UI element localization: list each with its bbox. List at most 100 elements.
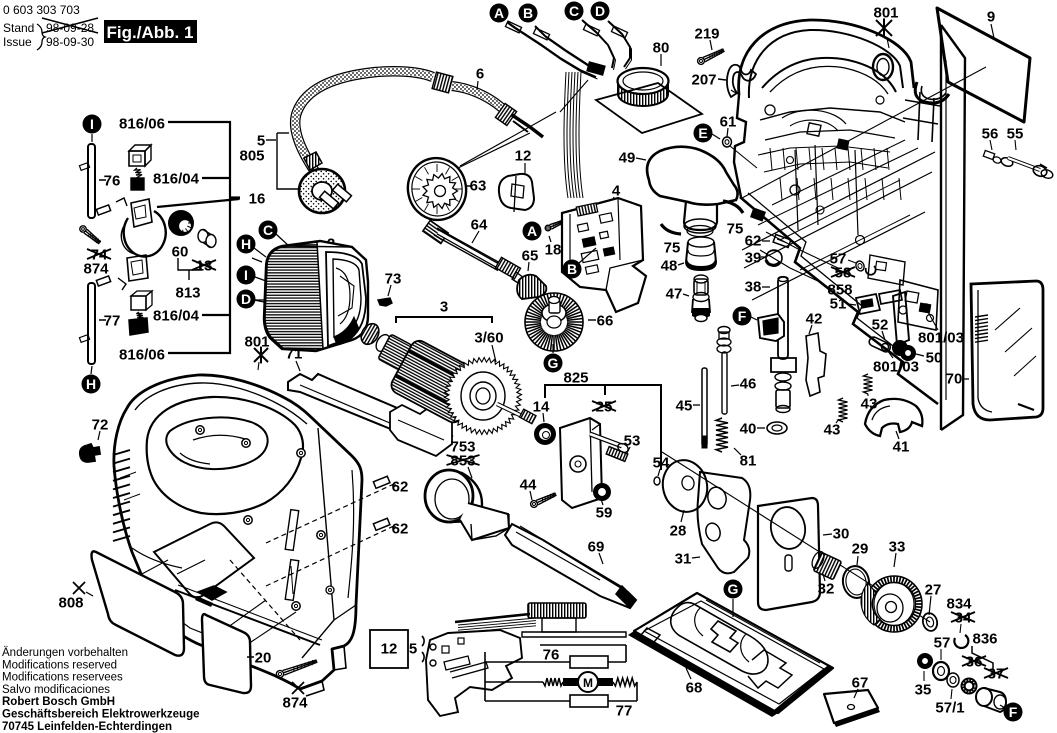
svg-text:753: 753 xyxy=(450,438,475,455)
svg-text:G: G xyxy=(548,355,559,371)
svg-text:72: 72 xyxy=(92,416,109,433)
svg-text:98-09-28: 98-09-28 xyxy=(46,21,94,35)
svg-text:77: 77 xyxy=(616,702,633,719)
svg-text:Änderungen vorbehalten: Änderungen vorbehalten xyxy=(2,647,128,659)
svg-text:Modifications reserved: Modifications reserved xyxy=(2,659,117,671)
svg-text:219: 219 xyxy=(694,25,719,42)
svg-text:H: H xyxy=(86,376,96,392)
svg-text:73: 73 xyxy=(385,270,402,287)
svg-text:40: 40 xyxy=(740,420,757,437)
svg-text:Salvo modificaciones: Salvo modificaciones xyxy=(2,684,110,696)
svg-text:45: 45 xyxy=(676,397,693,414)
svg-text:61: 61 xyxy=(720,113,737,130)
svg-text:Issue: Issue xyxy=(3,35,32,49)
svg-text:62: 62 xyxy=(392,478,409,495)
svg-text:41: 41 xyxy=(893,438,910,455)
svg-text:816/04: 816/04 xyxy=(153,307,200,324)
svg-text:50: 50 xyxy=(926,349,943,366)
svg-text:57/1: 57/1 xyxy=(935,699,964,716)
svg-text:56: 56 xyxy=(982,125,999,142)
svg-text:C: C xyxy=(263,222,273,238)
svg-text:69: 69 xyxy=(588,538,605,555)
svg-text:49: 49 xyxy=(619,149,636,166)
svg-text:64: 64 xyxy=(471,216,488,233)
svg-text:A: A xyxy=(527,223,537,239)
svg-text:C: C xyxy=(569,3,579,19)
svg-text:57: 57 xyxy=(934,634,951,651)
svg-text:834: 834 xyxy=(946,595,972,612)
svg-text:12: 12 xyxy=(381,640,398,657)
svg-text:20: 20 xyxy=(255,649,272,666)
svg-text:874: 874 xyxy=(282,694,308,711)
svg-text:F: F xyxy=(738,308,747,324)
svg-text:816/06: 816/06 xyxy=(119,346,165,363)
svg-text:65: 65 xyxy=(522,247,539,264)
svg-text:59: 59 xyxy=(596,504,613,521)
svg-text:76: 76 xyxy=(543,646,560,663)
svg-text:32: 32 xyxy=(818,580,835,597)
svg-text:207: 207 xyxy=(691,71,716,88)
svg-text:E: E xyxy=(698,125,707,141)
svg-text:F: F xyxy=(1009,704,1018,720)
svg-text:27: 27 xyxy=(925,581,942,598)
svg-text:Stand: Stand xyxy=(3,21,34,35)
svg-text:I: I xyxy=(244,267,248,283)
svg-text:Robert Bosch GmbH: Robert Bosch GmbH xyxy=(2,696,115,708)
svg-text:70: 70 xyxy=(946,370,963,387)
svg-text:801/03: 801/03 xyxy=(918,329,964,346)
svg-text:70745 Leinfelden-Echterdingen: 70745 Leinfelden-Echterdingen xyxy=(2,721,172,733)
svg-text:5: 5 xyxy=(409,640,417,657)
svg-text:874: 874 xyxy=(83,260,109,277)
svg-text:B: B xyxy=(523,5,533,21)
svg-text:813: 813 xyxy=(175,284,200,301)
svg-text:30: 30 xyxy=(833,525,850,542)
svg-text:18: 18 xyxy=(545,241,562,258)
svg-text:76: 76 xyxy=(104,172,121,189)
svg-text:77: 77 xyxy=(104,312,121,329)
svg-text:75: 75 xyxy=(727,220,744,237)
svg-text:62: 62 xyxy=(745,232,762,249)
svg-text:46: 46 xyxy=(740,375,757,392)
svg-text:3: 3 xyxy=(440,298,448,315)
svg-text:Fig./Abb. 1: Fig./Abb. 1 xyxy=(107,23,194,42)
svg-text:44: 44 xyxy=(520,476,537,493)
svg-text:54: 54 xyxy=(653,454,670,471)
svg-text:5: 5 xyxy=(257,132,265,149)
svg-text:28: 28 xyxy=(670,522,687,539)
svg-text:H: H xyxy=(241,236,251,252)
svg-text:68: 68 xyxy=(686,679,703,696)
svg-text:38: 38 xyxy=(745,278,762,295)
svg-text:35: 35 xyxy=(915,681,932,698)
svg-text:A: A xyxy=(494,5,504,21)
svg-text:3/60: 3/60 xyxy=(474,329,503,346)
svg-text:31: 31 xyxy=(675,550,692,567)
svg-text:80: 80 xyxy=(653,39,670,56)
svg-text:9: 9 xyxy=(987,8,995,25)
svg-text:801: 801 xyxy=(244,333,269,350)
svg-text:Modifications reservees: Modifications reservees xyxy=(2,672,123,684)
svg-text:67: 67 xyxy=(852,674,869,691)
svg-text:81: 81 xyxy=(740,452,757,469)
svg-text:G: G xyxy=(728,581,739,597)
svg-text:63: 63 xyxy=(470,177,487,194)
svg-text:6: 6 xyxy=(476,65,484,82)
svg-text:33: 33 xyxy=(889,538,906,555)
svg-text:29: 29 xyxy=(852,540,869,557)
svg-text:43: 43 xyxy=(824,421,841,438)
svg-text:55: 55 xyxy=(1007,125,1024,142)
svg-text:801: 801 xyxy=(873,4,898,21)
svg-text:14: 14 xyxy=(533,398,550,415)
svg-text:D: D xyxy=(595,3,605,19)
svg-text:4: 4 xyxy=(612,182,621,199)
svg-text:0 603 303 703: 0 603 303 703 xyxy=(3,3,80,17)
svg-text:801/03: 801/03 xyxy=(873,358,919,375)
svg-text:Geschäftsbereich Elektrowerkze: Geschäftsbereich Elektrowerkzeuge xyxy=(2,709,200,721)
svg-text:M: M xyxy=(583,676,593,690)
svg-text:808: 808 xyxy=(58,594,83,611)
svg-text:B: B xyxy=(567,261,577,277)
svg-text:16: 16 xyxy=(249,190,266,207)
svg-text:816/04: 816/04 xyxy=(153,170,200,187)
svg-text:47: 47 xyxy=(666,285,683,302)
svg-text:858: 858 xyxy=(827,281,852,298)
svg-text:D: D xyxy=(241,291,251,307)
